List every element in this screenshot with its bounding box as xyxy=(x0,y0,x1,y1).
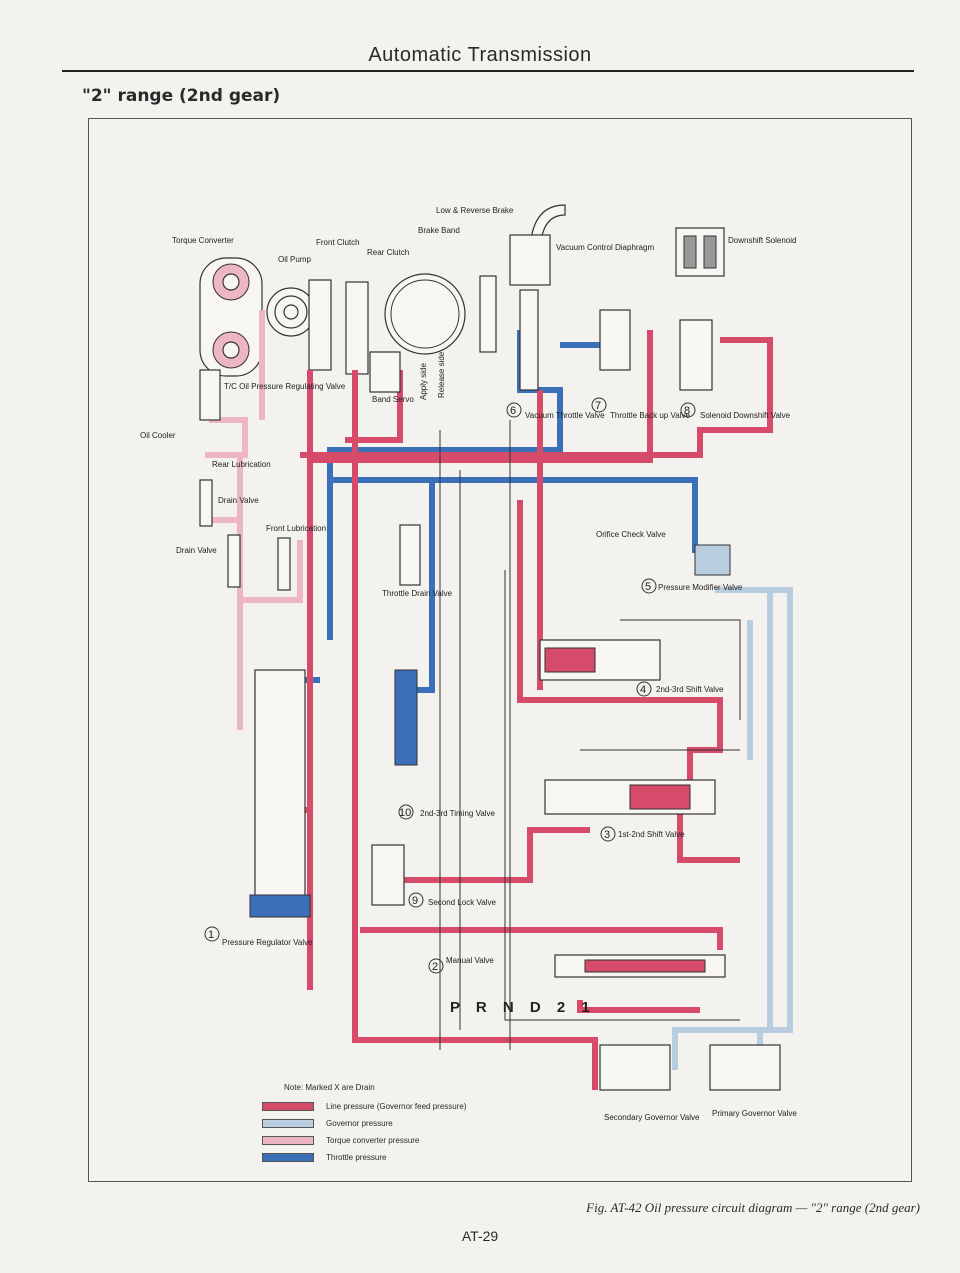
label-band-servo: Band Servo xyxy=(372,395,414,404)
label-pressure-regulator-valve: Pressure Regulator Valve xyxy=(222,938,313,947)
circled-number-1: 1 xyxy=(208,929,214,941)
legend-swatch-throttle-pressure xyxy=(262,1153,314,1162)
circled-number-6: 6 xyxy=(510,405,516,417)
label-apply-side: Apply side xyxy=(419,363,428,400)
diagram-frame xyxy=(88,118,912,1182)
legend-label-governor-pressure: Governor pressure xyxy=(326,1119,393,1128)
second-lock-valve-body xyxy=(371,844,405,906)
circled-number-8: 8 xyxy=(684,405,690,417)
timing-valve-body xyxy=(394,669,418,766)
torque-converter xyxy=(199,257,263,377)
circled-number-5: 5 xyxy=(645,581,651,593)
oil-pump xyxy=(266,287,316,337)
throttle-back-up-valve-body xyxy=(599,309,631,371)
shift-23-valve-body xyxy=(539,639,661,681)
vacuum-throttle-valve-body xyxy=(519,289,539,391)
low-reverse-brake xyxy=(479,275,497,353)
circled-number-3: 3 xyxy=(604,829,610,841)
page-number: AT-29 xyxy=(461,1228,499,1244)
legend-row-line-pressure: Line pressure (Governor feed pressure) xyxy=(262,1098,467,1115)
circled-number-10: 10 xyxy=(399,807,411,819)
label-low-reverse-brake: Low & Reverse Brake xyxy=(436,206,514,215)
label-oil-cooler: Oil Cooler xyxy=(140,431,176,440)
label-orifice-check-valve: Orifice Check Valve xyxy=(596,530,666,539)
circled-number-7: 7 xyxy=(595,400,601,412)
label-downshift-solenoid: Downshift Solenoid xyxy=(728,236,796,245)
circled-numbers: 1 2 3 4 5 6 7 8 9 10 xyxy=(204,397,696,974)
front-lubrication-valve xyxy=(277,537,291,591)
legend-swatch-line-pressure xyxy=(262,1102,314,1111)
legend-label-throttle-pressure: Throttle pressure xyxy=(326,1153,387,1162)
label-front-lubrication: Front Lubrication xyxy=(266,524,326,533)
vacuum-control-diaphragm xyxy=(509,204,566,286)
rear-clutch xyxy=(345,281,369,375)
legend-label-torque-pressure: Torque converter pressure xyxy=(326,1136,420,1145)
circled-number-2: 2 xyxy=(432,961,438,973)
label-second-lock-valve: Second Lock Valve xyxy=(428,898,496,907)
pressure-regulator-valve-body xyxy=(254,669,306,901)
circled-number-9: 9 xyxy=(412,895,418,907)
brake-band xyxy=(384,273,466,355)
tc-pressure-regulating-valve xyxy=(199,369,221,421)
band-servo xyxy=(369,351,401,393)
legend-row-governor-pressure: Governor pressure xyxy=(262,1115,467,1132)
solenoid-downshift-valve-body xyxy=(679,319,713,391)
label-shift-23-valve: 2nd-3rd Shift Valve xyxy=(656,685,724,694)
label-torque-converter: Torque Converter xyxy=(172,236,234,245)
label-manual-valve: Manual Valve xyxy=(446,956,494,965)
drain-valve-small xyxy=(199,479,213,527)
legend-swatch-governor-pressure xyxy=(262,1119,314,1128)
label-timing-valve: 2nd-3rd Timing Valve xyxy=(420,809,496,818)
label-pressure-modifier-valve: Pressure Modifier Valve xyxy=(658,583,743,592)
label-secondary-governor: Secondary Governor Valve xyxy=(604,1113,700,1122)
primary-governor-body xyxy=(709,1044,781,1091)
label-shift-12-valve: 1st-2nd Shift Valve xyxy=(618,830,685,839)
drain-valve xyxy=(227,534,241,588)
downshift-solenoid xyxy=(675,227,725,277)
label-brake-band: Brake Band xyxy=(418,226,460,235)
label-rear-lubrication: Rear Lubrication xyxy=(212,460,271,469)
label-drain-valve: Drain Valve xyxy=(176,546,217,555)
label-oil-pump: Oil Pump xyxy=(278,255,311,264)
label-rear-clutch: Rear Clutch xyxy=(367,248,409,257)
legend-label-line-pressure: Line pressure (Governor feed pressure) xyxy=(326,1102,467,1111)
legend-row-torque-pressure: Torque converter pressure xyxy=(262,1132,467,1149)
throttle-drain-valve xyxy=(399,524,421,586)
label-prnd: P R N D 2 1 xyxy=(450,999,596,1016)
header-divider xyxy=(62,70,914,72)
label-solenoid-downshift-valve: Solenoid Downshift Valve xyxy=(700,411,791,420)
figure-caption: Fig. AT-42 Oil pressure circuit diagram … xyxy=(586,1200,920,1215)
label-drain-valve-small: Drain Valve xyxy=(218,496,259,505)
page-header-title: Automatic Transmission xyxy=(368,44,592,66)
label-tc-valve: T/C Oil Pressure Regulating Valve xyxy=(224,382,346,391)
label-throttle-back-up-valve: Throttle Back up Valve xyxy=(610,411,690,420)
legend-note: Note: Marked X are Drain xyxy=(284,1083,375,1092)
label-front-clutch: Front Clutch xyxy=(316,238,360,247)
label-primary-governor: Primary Governor Valve xyxy=(712,1109,797,1118)
front-clutch xyxy=(308,279,332,371)
label-vacuum-control-diaphragm: Vacuum Control Diaphragm xyxy=(556,243,654,252)
legend-swatch-torque-pressure xyxy=(262,1136,314,1145)
circled-number-4: 4 xyxy=(640,684,646,696)
section-title: "2" range (2nd gear) xyxy=(82,86,281,106)
secondary-governor-body xyxy=(599,1044,671,1091)
label-throttle-drain-valve: Throttle Drain Valve xyxy=(382,589,453,598)
legend: Note: Marked X are Drain Line pressure (… xyxy=(262,1083,467,1166)
legend-row-throttle-pressure: Throttle pressure xyxy=(262,1149,467,1166)
pressure-modifier-valve-body xyxy=(694,544,731,576)
label-release-side: Release side xyxy=(437,351,446,398)
label-vacuum-throttle-valve: Vacuum Throttle Valve xyxy=(525,411,605,420)
